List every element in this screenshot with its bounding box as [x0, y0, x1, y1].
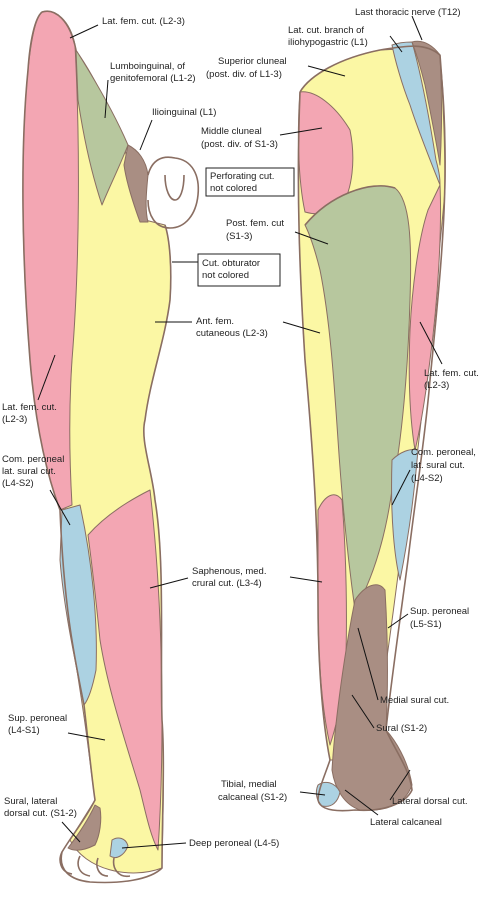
label-ant-fem-2: cutaneous (L2-3) [196, 328, 268, 339]
region-tibial-calcaneal [315, 781, 341, 807]
label-back-lat-fem-2: (L2-3) [424, 380, 449, 391]
toes-outline [59, 851, 131, 878]
label-deep-peroneal: Deep peroneal (L4-5) [189, 838, 279, 849]
label-front-lat-fem-2: (L2-3) [2, 414, 27, 425]
label-saphenous-1: Saphenous, med. [192, 566, 266, 577]
label-mid-cluneal-1: Middle cluneal [201, 126, 262, 137]
label-saphenous-2: crural cut. (L3-4) [192, 578, 262, 589]
genital-outline [147, 156, 200, 229]
label-back-sup-peroneal-1: Sup. peroneal [410, 606, 469, 617]
label-back-com-peroneal-3: (L4-S2) [411, 473, 443, 484]
region-front-com-peroneal [59, 504, 97, 706]
label-back-lat-fem-1: Lat. fem. cut. [424, 368, 479, 379]
region-sural [331, 584, 413, 811]
front-leg-top-edge [41, 10, 77, 51]
label-sup-cluneal-2: (post. div. of L1-3) [206, 69, 282, 80]
region-sural-lat-dorsal-front [67, 804, 102, 851]
label-sural-lat-dorsal-2: dorsal cut. (S1-2) [4, 808, 77, 819]
region-back-com-peroneal [391, 449, 419, 581]
region-lumboinguinal [75, 49, 129, 206]
label-front-com-peroneal-2: lat. sural cut. [2, 466, 56, 477]
front-leg [22, 10, 200, 884]
region-saphenous [87, 489, 163, 851]
region-lat-fem-cut [22, 10, 79, 511]
label-front-com-peroneal-1: Com. peroneal [2, 454, 64, 465]
label-cut-obturator-1: Cut. obturator [202, 258, 260, 269]
label-tibial-medial-1: Tibial, medial [221, 779, 277, 790]
label-ant-fem-1: Ant. fem. [196, 316, 234, 327]
label-post-fem-1: Post. fem. cut [226, 218, 284, 229]
perforating-box [205, 167, 295, 197]
label-lateral-calcaneal: Lateral calcaneal [370, 817, 442, 828]
label-medial-sural: Medial sural cut. [380, 695, 449, 706]
label-lumboinguinal-1: Lumboinguinal, of [110, 61, 185, 72]
back-leg-top-edge [299, 45, 441, 93]
label-back-com-peroneal-1: Com. peroneal, [411, 447, 476, 458]
label-post-fem-2: (S1-3) [226, 231, 252, 242]
genital-inner [164, 174, 185, 201]
label-perforating-2: not colored [210, 183, 257, 194]
front-leg-outline [22, 11, 172, 884]
label-mid-cluneal-2: (post. div. of S1-3) [201, 139, 278, 150]
label-sup-cluneal-1: Superior cluneal [218, 56, 287, 67]
label-ilioinguinal: Ilioinguinal (L1) [152, 107, 216, 118]
label-sural-lat-dorsal-1: Sural, lateral [4, 796, 57, 807]
back-leg-outline [297, 54, 446, 812]
label-cut-obturator-2: not colored [202, 270, 249, 281]
region-deep-peroneal [109, 837, 129, 859]
label-last-thoracic: Last thoracic nerve (T12) [355, 7, 461, 18]
cut-obturator-box [197, 253, 281, 287]
gluteal-fold [304, 185, 396, 226]
back-leg [297, 40, 446, 812]
region-ilioinguinal [123, 144, 149, 223]
label-lumboinguinal-2: genitofemoral (L1-2) [110, 73, 196, 84]
region-post-fem-cut [304, 185, 412, 611]
labels: Lat. fem. cut. (L2-3) Lumboinguinal, of … [2, 7, 479, 849]
label-lat-cut-branch-2: iliohypogastric (L1) [288, 37, 368, 48]
region-iliohypogastric [391, 41, 441, 186]
label-front-com-peroneal-3: (L4-S2) [2, 478, 34, 489]
label-sural: Sural (S1-2) [376, 723, 427, 734]
label-front-lat-fem-1: Lat. fem. cut. [2, 402, 57, 413]
label-front-sup-peroneal-2: (L4-S1) [8, 725, 40, 736]
label-back-sup-peroneal-2: (L5-S1) [410, 619, 442, 630]
label-tibial-medial-2: calcaneal (S1-2) [218, 792, 287, 803]
label-perforating-1: Perforating cut. [210, 171, 274, 182]
label-front-lat-fem-top: Lat. fem. cut. (L2-3) [102, 16, 185, 27]
label-back-com-peroneal-2: lat. sural cut. [411, 460, 465, 471]
label-front-sup-peroneal-1: Sup. peroneal [8, 713, 67, 724]
region-last-thoracic [411, 40, 442, 166]
label-lateral-dorsal: Lateral dorsal cut. [392, 796, 468, 807]
label-lat-cut-branch-1: Lat. cut. branch of [288, 25, 364, 36]
